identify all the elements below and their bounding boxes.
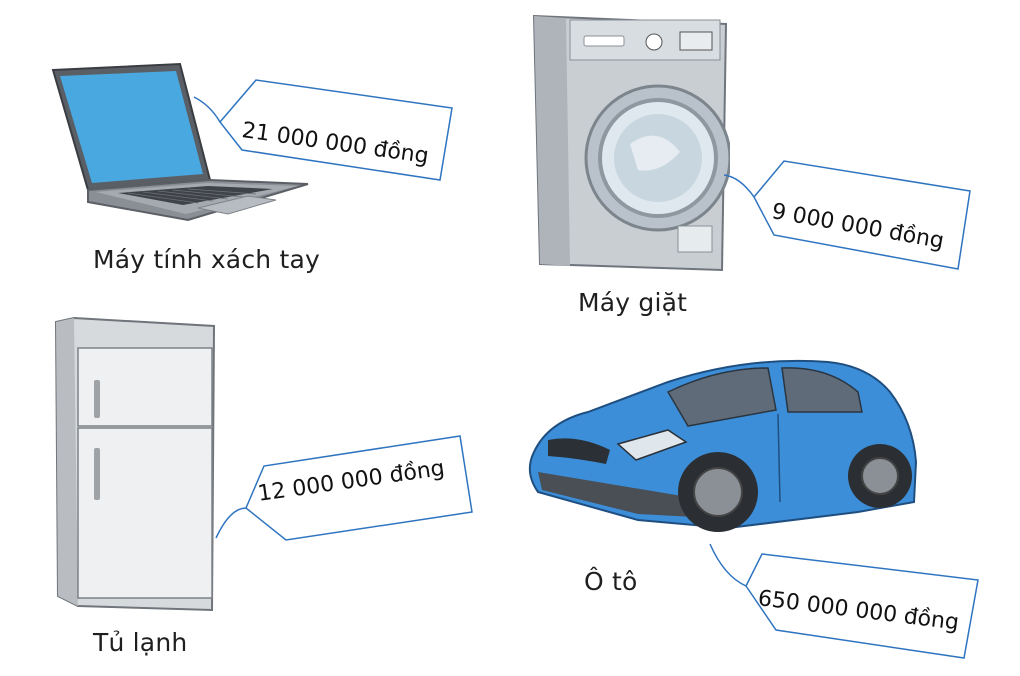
price-tag-laptop: 21 000 000 đồng — [190, 70, 460, 195]
car-illustration — [518, 352, 920, 544]
item-name-washing-machine: Máy giặt — [578, 288, 688, 317]
washing-machine-illustration — [530, 14, 732, 274]
item-name-car: Ô tô — [584, 567, 638, 596]
item-name-laptop: Máy tính xách tay — [93, 245, 320, 274]
refrigerator-illustration — [54, 316, 216, 612]
price-tag-washing-machine: 9 000 000 đồng — [722, 155, 977, 275]
laptop-illustration — [48, 62, 313, 227]
price-tag-car: 650 000 000 đồng — [706, 540, 981, 660]
price-tag-refrigerator: 12 000 000 đồng — [214, 432, 474, 552]
item-name-refrigerator: Tủ lạnh — [93, 628, 188, 657]
